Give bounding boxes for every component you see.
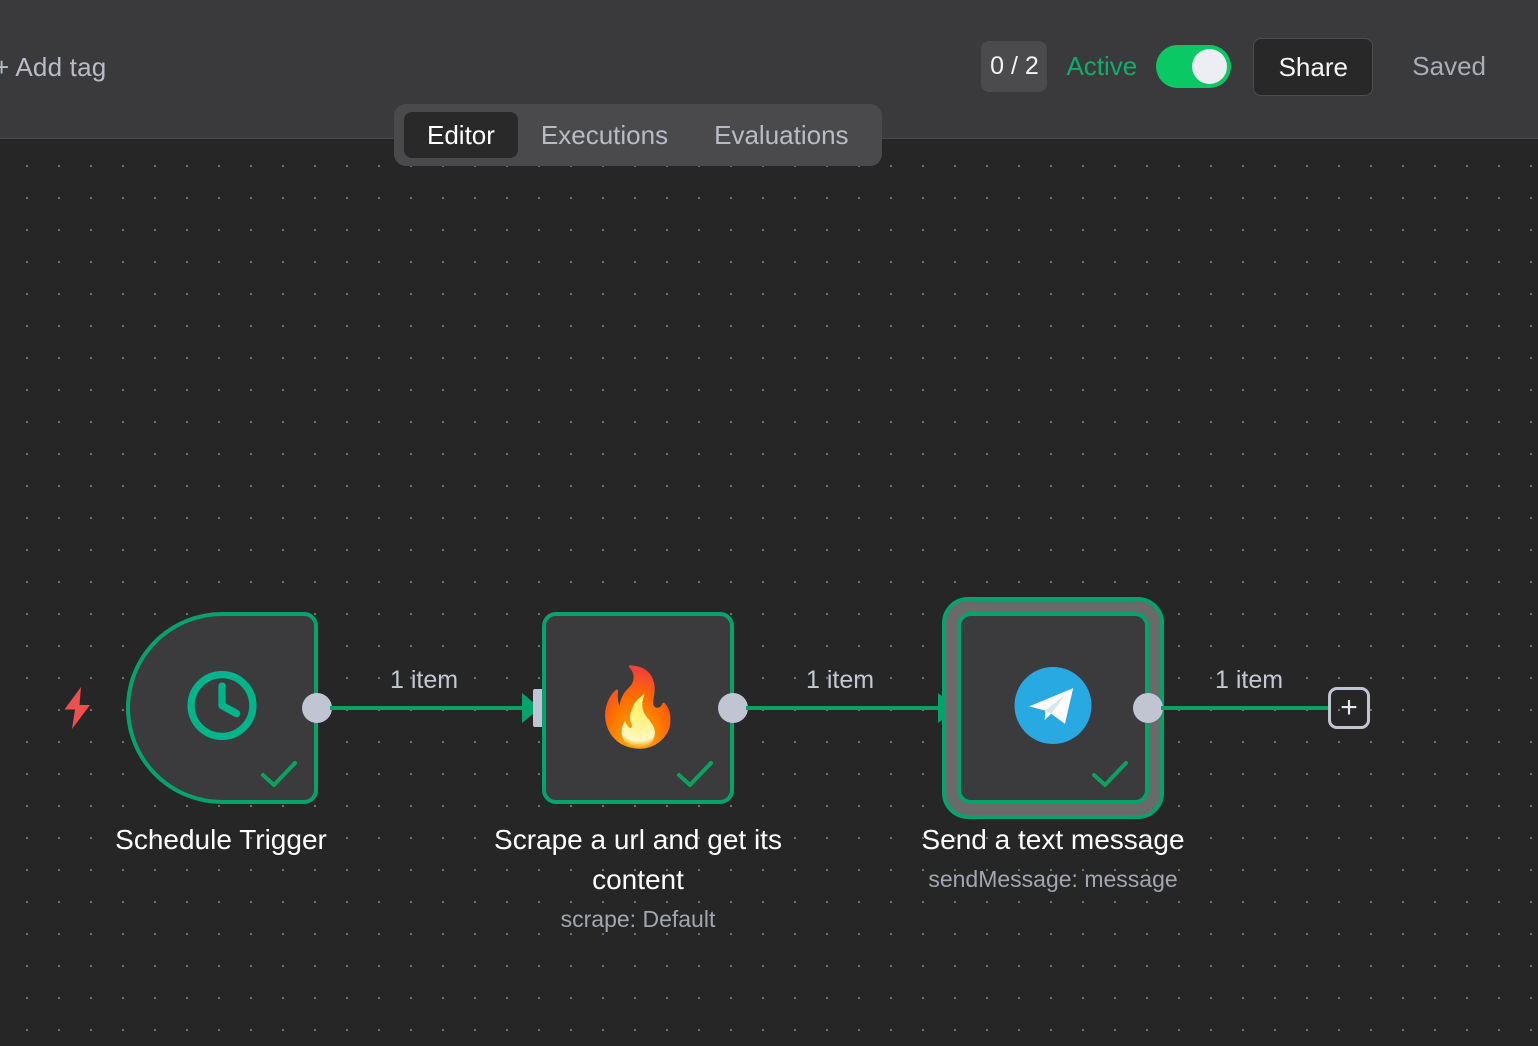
node-firecrawl-scrape[interactable]: 🔥 — [542, 612, 734, 804]
workflow-tabbar: Editor Executions Evaluations — [394, 104, 882, 166]
header-actions: 0 / 2 Active Share Saved — [981, 0, 1538, 139]
add-node-button[interactable]: + — [1328, 687, 1370, 729]
connection-label-3: 1 item — [1215, 666, 1284, 694]
connection-label-1: 1 item — [390, 666, 459, 694]
output-port-schedule-trigger[interactable] — [302, 693, 332, 723]
output-port-firecrawl-scrape[interactable] — [718, 693, 748, 723]
connection-wire-1[interactable] — [330, 706, 526, 710]
node-success-check-icon — [677, 761, 713, 787]
output-port-telegram-send-message[interactable] — [1133, 693, 1163, 723]
fire-icon: 🔥 — [590, 665, 686, 750]
node-schedule-trigger[interactable] — [126, 612, 318, 804]
trigger-bolt-icon — [60, 685, 96, 736]
node-subtitle-firecrawl-scrape: scrape: Default — [560, 906, 716, 932]
connection-wire-2[interactable] — [746, 706, 942, 710]
toggle-knob — [1192, 49, 1228, 84]
activate-workflow-toggle[interactable] — [1156, 45, 1232, 88]
tab-evaluations[interactable]: Evaluations — [714, 119, 849, 150]
connection-label-2: 1 item — [806, 666, 875, 694]
connection-wire-3[interactable] — [1161, 706, 1329, 710]
node-success-check-icon — [261, 761, 297, 787]
node-telegram-send-message[interactable] — [957, 612, 1149, 804]
node-success-check-icon — [1092, 761, 1128, 787]
execution-count-badge: 0 / 2 — [981, 41, 1048, 92]
node-title-firecrawl-scrape: Scrape a url and get its content — [494, 824, 782, 895]
share-button[interactable]: Share — [1253, 38, 1374, 96]
clock-icon — [183, 667, 261, 750]
add-tag-button[interactable]: + Add tag — [0, 52, 107, 82]
node-title-schedule-trigger: Schedule Trigger — [115, 824, 327, 855]
node-subtitle-telegram-send-message: sendMessage: message — [928, 866, 1178, 892]
telegram-icon — [1009, 662, 1097, 755]
tab-executions[interactable]: Executions — [540, 119, 669, 150]
tab-editor[interactable]: Editor — [404, 112, 518, 158]
saved-status-label: Saved — [1412, 51, 1486, 81]
node-title-telegram-send-message: Send a text message — [921, 824, 1185, 855]
active-status-label: Active — [1066, 51, 1138, 81]
workflow-canvas[interactable]: Schedule Trigger 1 item 🔥 Scrape a url a… — [0, 140, 1538, 1046]
